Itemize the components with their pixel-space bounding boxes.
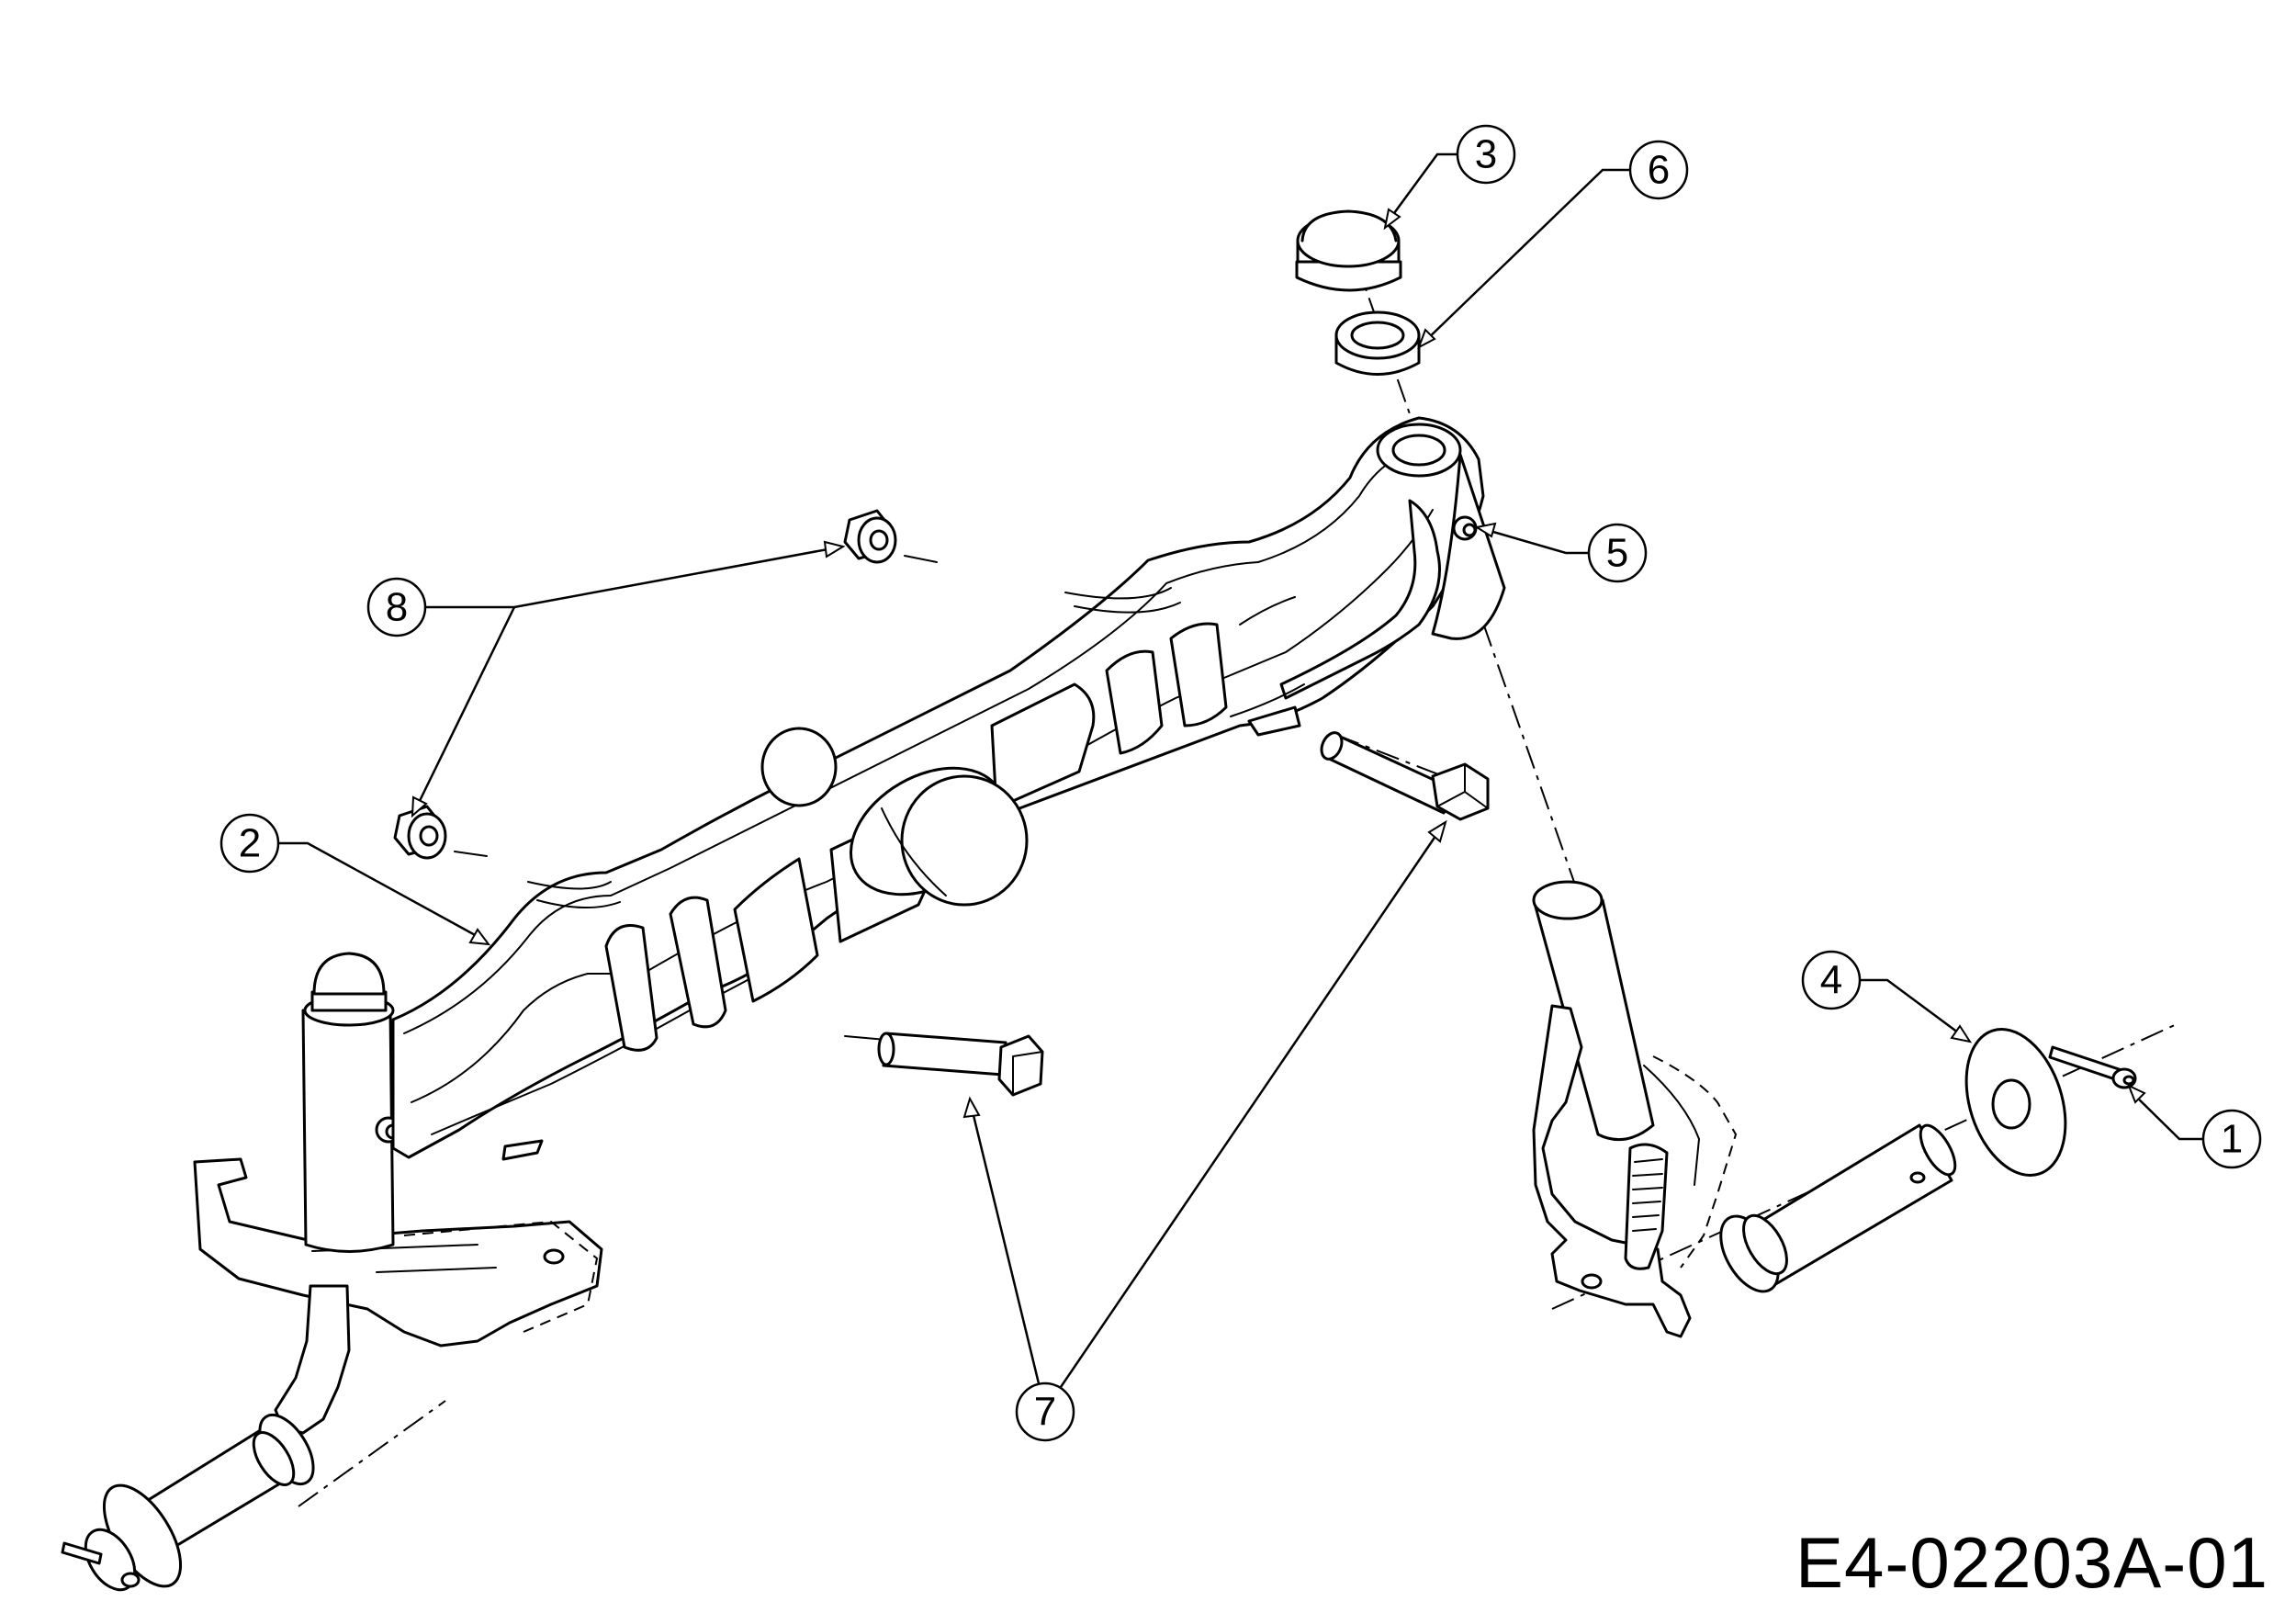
left-spindle-assembly [61,1157,603,1592]
callout-7: 7 [1015,1382,1075,1442]
washer-part [1964,1027,2067,1178]
callout-1-label: 1 [2221,1117,2243,1162]
callout-5-label: 5 [1606,531,1628,576]
callout-1: 1 [2201,1109,2262,1169]
callout-3: 3 [1456,124,1516,185]
bushing-part [1334,310,1421,376]
left-kingpin-tube [301,952,402,1253]
lower-shoulder-bolt-part [844,1032,1044,1097]
callout-6-label: 6 [1648,148,1670,193]
upper-flange-nut-part [843,509,938,564]
upper-shoulder-bolt-part [1320,731,1490,821]
callout-8-label: 8 [386,585,408,630]
callout-7-label: 7 [1034,1390,1056,1435]
callout-leaders [278,152,2204,1411]
callout-4: 4 [1801,950,1862,1010]
callout-2-label: 2 [239,821,261,866]
callout-5: 5 [1587,523,1648,583]
lower-flange-nut-part [393,805,488,860]
dust-cap-part [1295,209,1402,292]
callout-8: 8 [366,577,427,637]
callout-6: 6 [1628,140,1689,200]
cotter-pin-part [2048,1045,2137,1089]
callout-2: 2 [219,813,280,874]
callout-3-label: 3 [1475,132,1497,177]
drawing-code: E4-02203A-01 [1795,1522,2268,1603]
right-spindle-assembly [1532,880,1957,1338]
callout-4-label: 4 [1820,958,1842,1003]
axle-beam [391,416,1506,1161]
